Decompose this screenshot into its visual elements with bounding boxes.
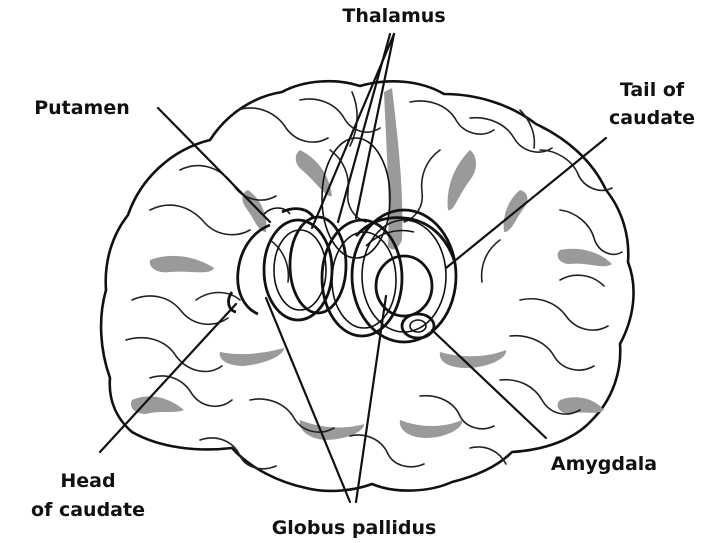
amygdala-structure xyxy=(402,314,434,338)
gyri xyxy=(126,92,622,469)
label-tail-of-caudate-line1: Tail of xyxy=(620,79,685,101)
label-thalamus: Thalamus xyxy=(342,5,445,27)
head-of-caudate-leader xyxy=(100,304,236,452)
thalamus-leader-3 xyxy=(338,34,390,222)
globus-pallidus-leader-1 xyxy=(266,298,350,502)
label-head-of-caudate-line2: of caudate xyxy=(31,499,145,521)
amygdala-leader xyxy=(432,330,546,438)
basal-ganglia xyxy=(229,138,456,342)
label-globus-pallidus: Globus pallidus xyxy=(272,517,437,539)
label-head-of-caudate-line1: Head xyxy=(60,470,115,492)
label-tail-of-caudate-line2: caudate xyxy=(609,107,695,129)
label-amygdala: Amygdala xyxy=(551,453,657,475)
label-putamen: Putamen xyxy=(34,97,130,119)
putamen-structure xyxy=(264,217,346,320)
